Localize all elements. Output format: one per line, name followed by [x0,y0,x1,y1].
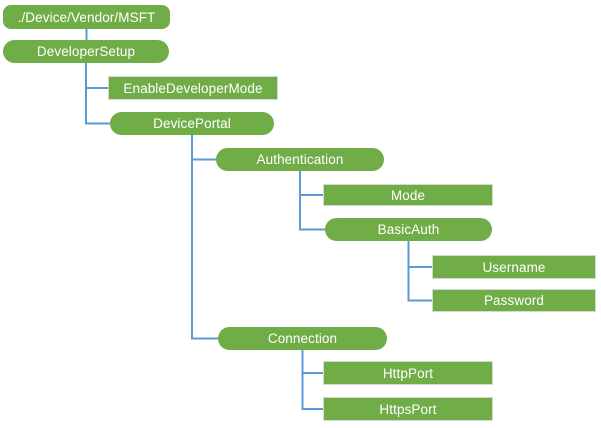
connector-password [407,241,432,302]
node-label: Authentication [256,152,344,167]
node-device-portal: DevicePortal [110,112,274,135]
node-label: BasicAuth [377,222,440,237]
connector-device-portal [85,63,110,125]
node-enable-developer-mode: EnableDeveloperMode [108,76,278,100]
node-label: Mode [390,187,426,203]
node-label: Password [483,293,545,308]
node-mode: Mode [323,184,493,206]
node-label: DeveloperSetup [36,44,136,59]
node-basic-auth: BasicAuth [325,218,492,241]
connector-https-port [301,350,323,410]
node-authentication: Authentication [216,148,384,171]
node-password: Password [432,289,596,312]
node-label: EnableDeveloperMode [123,80,263,96]
node-https-port: HttpsPort [323,397,493,421]
connector-basic-auth [299,171,325,231]
node-label: HttpPort [382,365,434,381]
node-label: HttpsPort [379,401,437,417]
node-label: ./Device/Vendor/MSFT [17,9,156,25]
node-label: Connection [267,331,338,346]
node-label: DevicePortal [153,116,231,131]
node-username: Username [432,255,596,279]
node-connection: Connection [218,327,387,350]
connector-connection [191,135,218,340]
node-root: ./Device/Vendor/MSFT [3,5,170,29]
node-http-port: HttpPort [323,361,493,385]
node-label: Username [482,259,546,275]
node-developer-setup: DeveloperSetup [3,40,169,63]
